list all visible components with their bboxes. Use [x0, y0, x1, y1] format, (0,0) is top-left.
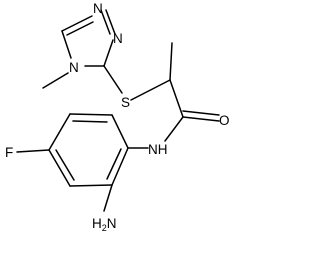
bond-c6-c1-inner	[106, 148, 122, 180]
bond-carbonyl-nh	[164, 116, 184, 142]
bond-ch-carbonyl	[169, 79, 184, 118]
structure-canvas: N N N S O NH F H2N	[5, 1, 230, 233]
bond-c2-c3-inner	[72, 120, 108, 123]
bond-carbonyl-o-double	[182, 110, 220, 116]
molecule-structure: N N N S O NH F H2N	[5, 1, 230, 233]
bond-carbonyl-o	[182, 116, 220, 122]
bond-c2-c3	[69, 113, 113, 116]
bond-n2-c3	[103, 39, 114, 67]
triazole-n-top-label: N	[93, 1, 103, 16]
amino-label: H2N	[92, 216, 117, 233]
bond-c5-n1-double	[66, 21, 94, 36]
amino-h-label: H	[92, 216, 102, 231]
benzene-ring	[48, 113, 129, 187]
bond-c3-c4	[48, 113, 71, 151]
bond-c6-c1	[111, 147, 129, 186]
bond-c4-f	[16, 149, 50, 153]
bond-c5-c6	[69, 184, 113, 187]
thioether-s-label: S	[121, 95, 130, 110]
bond-c4-c5	[48, 149, 71, 187]
triazole-n-right-label: N	[113, 31, 123, 46]
amino-n-label: N	[107, 216, 117, 231]
amino-subscript-label: 2	[102, 223, 107, 233]
bond-n1-n2-double	[105, 9, 116, 35]
bond-ch-methyl	[169, 42, 173, 81]
bond-c6-nh2	[103, 184, 113, 212]
fluoro-label: F	[5, 145, 13, 160]
bond-n1-n2	[100, 9, 111, 35]
triazole-ring	[61, 9, 116, 67]
triazole-n-methyl-label: N	[69, 60, 79, 75]
bond-n4-c5	[61, 30, 72, 59]
bond-c5-n1	[61, 15, 93, 32]
amide-nh-label: NH	[148, 142, 168, 157]
bond-n-methyl	[42, 72, 69, 89]
bond-c3-s	[103, 65, 123, 94]
bond-s-ch	[130, 79, 171, 101]
carbonyl-o-label: O	[219, 113, 230, 128]
bond-c4-c5-inner	[55, 149, 75, 181]
bond-c1-c2	[111, 114, 129, 149]
